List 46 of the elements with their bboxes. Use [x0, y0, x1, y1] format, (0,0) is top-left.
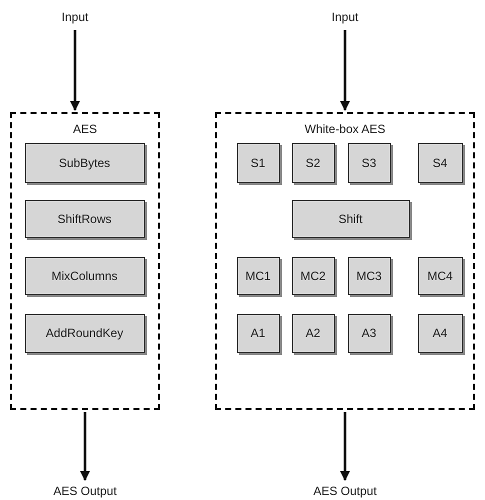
box-label: ShiftRows	[57, 212, 112, 226]
group-title: White-box AES	[304, 122, 386, 136]
box-label: Shift	[338, 212, 362, 226]
arrow	[340, 412, 350, 481]
box-label: S4	[432, 156, 448, 170]
box-label: MC2	[300, 268, 326, 282]
process-box	[24, 142, 144, 182]
box-label: A1	[250, 326, 266, 340]
process-box	[236, 314, 280, 352]
process-box	[292, 314, 334, 352]
dashed-group-box	[215, 112, 475, 410]
process-box	[418, 256, 462, 294]
box-label: MC1	[245, 268, 271, 282]
process-box	[418, 314, 462, 352]
process-box	[348, 314, 390, 352]
box-label: AddRoundKey	[46, 326, 124, 340]
box-label: S1	[250, 156, 266, 170]
box-label: MC3	[356, 268, 382, 282]
box-label: SubBytes	[58, 156, 110, 170]
process-box	[24, 314, 144, 352]
group-title: AES	[72, 122, 97, 136]
arrow	[340, 30, 350, 111]
node-label: AES Output	[40, 482, 130, 500]
node-label: Input	[315, 8, 375, 26]
box-label: S3	[362, 156, 376, 170]
process-box	[292, 142, 334, 182]
process-box	[236, 142, 280, 182]
box-label: S2	[306, 156, 320, 170]
box-label: A2	[306, 326, 320, 340]
process-box	[292, 256, 334, 294]
process-box	[24, 200, 144, 238]
process-box	[236, 256, 280, 294]
box-label: MC4	[427, 268, 453, 282]
process-box	[348, 142, 390, 182]
box-label: A4	[432, 326, 448, 340]
node-label: AES Output	[300, 482, 390, 500]
process-box	[348, 256, 390, 294]
node-label: Input	[45, 8, 105, 26]
arrow	[70, 30, 80, 111]
box-label: MixColumns	[51, 268, 118, 282]
box-label: A3	[362, 326, 376, 340]
dashed-group-box	[10, 112, 160, 410]
process-box	[24, 256, 144, 294]
process-box	[418, 142, 462, 182]
arrow	[80, 412, 90, 481]
process-box	[292, 200, 410, 238]
